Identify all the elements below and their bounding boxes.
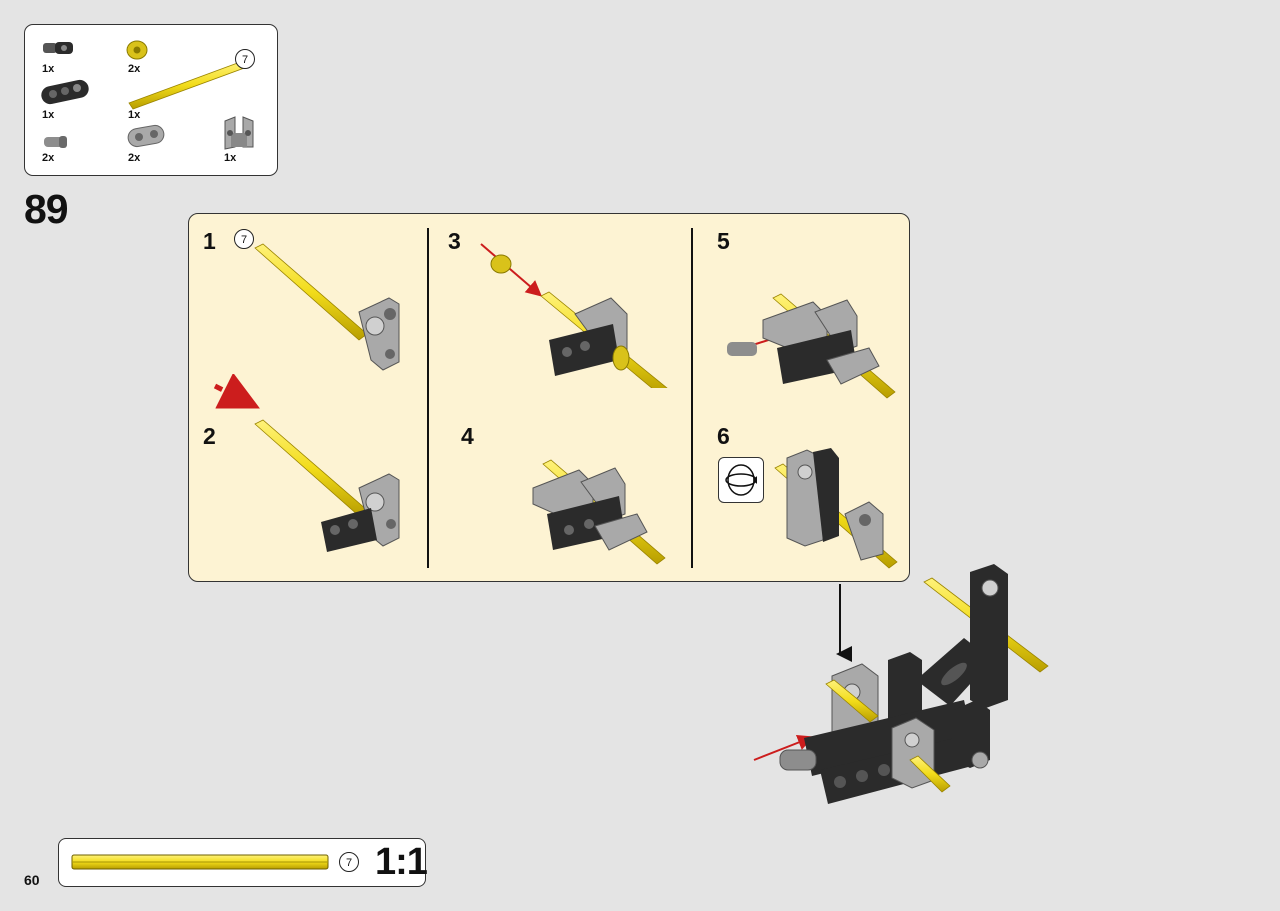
substep-4-illustration [532, 459, 666, 565]
part-qty: 2x [128, 63, 141, 75]
rotate-model-button[interactable] [718, 457, 764, 503]
substep-number-6: 6 [717, 423, 730, 449]
part-qty: 1x [42, 63, 55, 75]
part-qty: 1x [224, 152, 237, 164]
parts-list: 1x 2x 7 1x 1x 2x 2x 1x [24, 24, 278, 176]
substep-number-2: 2 [203, 423, 216, 449]
substep-3-illustration [480, 243, 668, 388]
axle-length-badge: 7 [339, 852, 359, 872]
bush-half-icon [126, 40, 148, 60]
connector-bracket-icon [224, 116, 254, 150]
beam-2-grey-icon [127, 124, 165, 148]
substep-number-3: 3 [448, 228, 461, 254]
substep-6-illustration [774, 448, 898, 569]
panel-divider [427, 228, 429, 568]
axle-length-badge: 7 [235, 49, 255, 69]
substep-number-1: 1 [203, 228, 216, 254]
substep-1-illustration [254, 243, 400, 371]
beam-3-black-icon [41, 79, 89, 105]
substep-number-5: 5 [717, 228, 730, 254]
part-qty: 1x [42, 109, 55, 121]
substep-2-illustration [213, 374, 400, 552]
axle-pin-icon [44, 136, 67, 148]
page-number: 60 [24, 872, 40, 888]
axle-length-badge: 7 [234, 229, 254, 249]
axle-7-ruler-icon [71, 854, 329, 870]
rotate-model-icon [725, 464, 757, 496]
axle-ruler: 7 1:1 [58, 838, 428, 887]
substep-number-4: 4 [461, 423, 474, 449]
scale-label: 1:1 [375, 841, 428, 883]
step-number: 89 [24, 186, 69, 232]
part-qty: 2x [42, 152, 55, 164]
part-qty: 2x [128, 152, 141, 164]
final-model-illustration [753, 564, 1049, 804]
substep-5-illustration [727, 293, 896, 399]
part-qty: 1x [128, 109, 141, 121]
panel-divider [691, 228, 693, 568]
assembly-arrow [836, 584, 852, 664]
axle-pin-connector-icon [43, 42, 73, 54]
substep-panel: 1 7 2 3 4 5 6 [188, 213, 910, 582]
